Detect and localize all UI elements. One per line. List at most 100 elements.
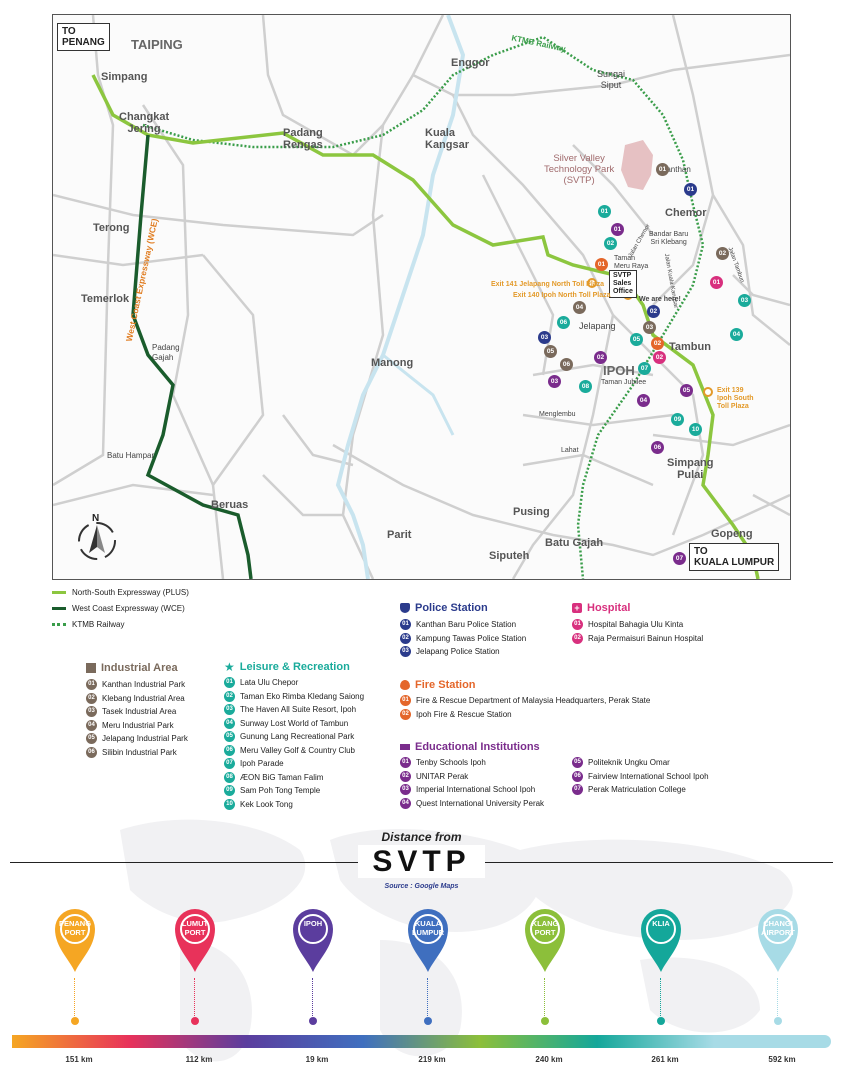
ktmb-swatch	[52, 623, 66, 627]
item-label: Gunung Lang Recreational Park	[240, 732, 355, 741]
pin-hospital-01[interactable]: 01	[710, 276, 723, 289]
river-branch	[382, 353, 455, 436]
exit139-marker	[703, 387, 713, 397]
legend-wce: West Coast Expressway (WCE)	[52, 604, 185, 613]
item-label: Tenby Schools Ipoh	[416, 758, 486, 767]
pin-industrial-04[interactable]: 04	[573, 301, 586, 314]
number-badge: 07	[572, 784, 583, 796]
pin-leisure-08[interactable]: 08	[579, 380, 592, 393]
destination-pin-icon[interactable]: CHANGI AIRPORT	[756, 907, 800, 973]
destination-pin-icon[interactable]: PENANG PORT	[53, 907, 97, 973]
number-badge: 02	[572, 632, 583, 644]
map-canvas	[53, 15, 790, 579]
number-badge: 03	[400, 646, 411, 658]
number-badge: 08	[224, 771, 235, 783]
pin-leisure-06[interactable]: 06	[557, 316, 570, 329]
item-label: Silibin Industrial Park	[102, 747, 177, 757]
pin-education-07[interactable]: 07	[673, 552, 686, 565]
item-label: Ipoh Parade	[240, 759, 284, 768]
pin-industrial-02[interactable]: 02	[716, 247, 729, 260]
svtp-brand: SVTP	[358, 845, 485, 878]
pin-leisure-07[interactable]: 07	[638, 362, 651, 375]
destination-pin-icon[interactable]: KLANG PORT	[523, 907, 567, 973]
pin-education-01[interactable]: 01	[611, 223, 624, 236]
destination-pin-icon[interactable]: LUMUT PORT	[173, 907, 217, 973]
item-label: Meru Industrial Park	[102, 720, 174, 730]
pin-leisure-03[interactable]: 03	[738, 294, 751, 307]
pin-industrial-01[interactable]: 01	[656, 163, 669, 176]
pin-leisure-10[interactable]: 10	[689, 423, 702, 436]
pin-fire-01[interactable]: 01	[595, 258, 608, 271]
town-jelapang: Jelapang	[579, 321, 616, 331]
pin-hospital-02[interactable]: 02	[653, 351, 666, 364]
number-badge: 09	[224, 785, 235, 797]
pin-leisure-04[interactable]: 04	[730, 328, 743, 341]
town-taman-meru-raya: Taman Meru Raya	[614, 255, 649, 270]
pin-education-03[interactable]: 03	[548, 375, 561, 388]
pin-industrial-05[interactable]: 05	[544, 345, 557, 358]
area-map[interactable]: TO PENANG TO KUALA LUMPUR TAIPING Simpan…	[52, 14, 791, 580]
destination-pin-icon[interactable]: IPOH	[291, 907, 335, 973]
pin-leisure-09[interactable]: 09	[671, 413, 684, 426]
distance-km-label: 240 km	[535, 1055, 563, 1064]
pin-education-04[interactable]: 04	[637, 394, 650, 407]
pin-fire-02[interactable]: 02	[651, 337, 664, 350]
pin-police-01[interactable]: 01	[684, 183, 697, 196]
item-label: The Haven All Suite Resort, Ipoh	[240, 705, 357, 714]
industrial-heading: Industrial Area	[86, 662, 178, 674]
item-label: Sam Poh Tong Temple	[240, 786, 321, 795]
pin-industrial-03[interactable]: 03	[643, 321, 656, 334]
number-badge: 03	[400, 784, 411, 796]
town-batu-gajah: Batu Gajah	[545, 537, 604, 549]
town-taman-jubilee: Taman Jubilee	[601, 379, 647, 386]
destination-dot	[191, 1017, 199, 1025]
number-badge: 06	[86, 746, 97, 758]
distance-heading: Distance from	[381, 830, 462, 844]
pin-industrial-06[interactable]: 06	[560, 358, 573, 371]
pin-education-06[interactable]: 06	[651, 441, 664, 454]
town-enggor: Enggor	[451, 57, 490, 69]
to-kl-label: TO KUALA LUMPUR	[689, 543, 780, 571]
exit140-label: Exit 140 Ipoh North Toll Plaza	[513, 292, 611, 299]
item-label: Perak Matriculation College	[588, 785, 686, 794]
item-label: UNITAR Perak	[416, 771, 469, 781]
brand-wrap: SVTP	[0, 845, 843, 879]
dotted-connector	[544, 978, 545, 1016]
town-temerlok: Temerlok	[81, 293, 130, 305]
destination-pin-icon[interactable]: KUALA LUMPUR	[406, 907, 450, 973]
item-label: Kek Look Tong	[240, 799, 293, 809]
exit141-label: Exit 141 Jelapang North Toll Plaza	[491, 281, 605, 288]
destination-label: IPOH	[303, 919, 323, 928]
destination-label: LUMUT PORT	[181, 919, 209, 937]
pin-leisure-05[interactable]: 05	[630, 333, 643, 346]
destination-pin-icon[interactable]: KLIA	[639, 907, 683, 973]
destination-label: KLANG PORT	[531, 919, 559, 937]
hospital-heading: +Hospital	[572, 602, 630, 614]
item-label: Ipoh Fire & Rescue Station	[416, 709, 512, 719]
item-label: Imperial International School Ipoh	[416, 785, 536, 794]
item-label: Lata Ulu Chepor	[240, 678, 299, 687]
pin-police-02[interactable]: 02	[647, 305, 660, 318]
pin-leisure-01[interactable]: 01	[598, 205, 611, 218]
list-item: 05 Gunung Lang Recreational Park	[224, 730, 364, 744]
svtp-map-label: Silver Valley Technology Park (SVTP)	[544, 153, 615, 186]
item-label: Tasek Industrial Area	[102, 707, 177, 716]
pin-leisure-02[interactable]: 02	[604, 237, 617, 250]
pin-education-05[interactable]: 05	[680, 384, 693, 397]
town-pusing: Pusing	[513, 506, 550, 518]
number-badge: 02	[400, 708, 411, 720]
number-badge: 04	[400, 797, 411, 809]
town-tambun: Tambun	[669, 341, 711, 353]
pin-education-02[interactable]: 02	[594, 351, 607, 364]
number-badge: 05	[224, 731, 235, 743]
pin-police-03[interactable]: 03	[538, 331, 551, 344]
